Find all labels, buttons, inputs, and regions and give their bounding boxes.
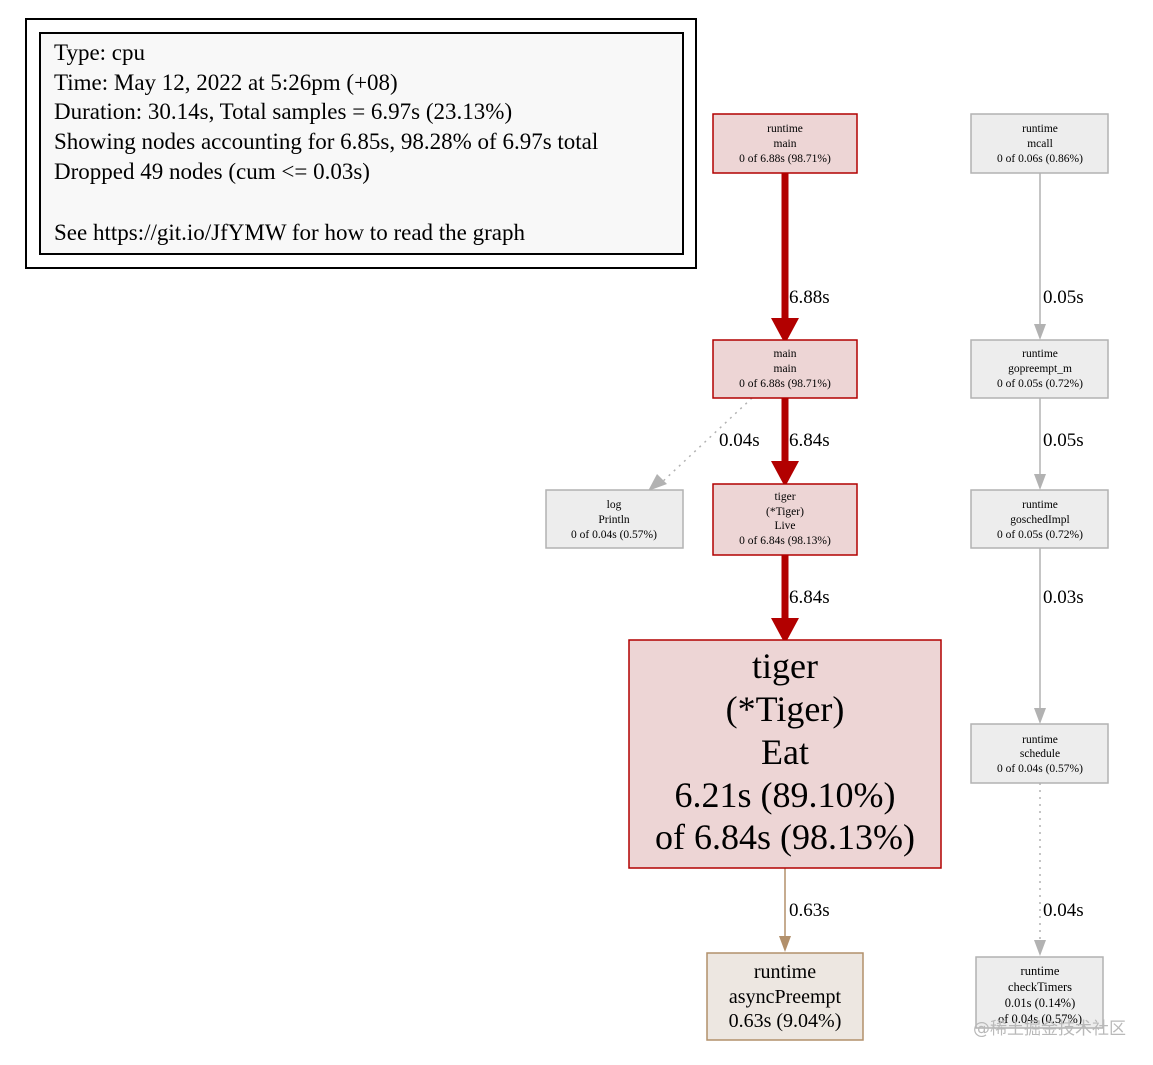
node-line: Println — [598, 514, 630, 526]
edge-mcall-to-gopreempt[interactable]: 0.05s — [1034, 173, 1084, 340]
node-gopreempt-m[interactable]: runtime gopreempt_m 0 of 0.05s (0.72%) — [970, 339, 1109, 399]
node-line: main — [774, 348, 797, 360]
node-check-timers[interactable]: runtime checkTimers 0.01s (0.14%) of 0.0… — [975, 956, 1104, 1029]
node-line: runtime — [1022, 734, 1058, 746]
legend: Type: cpu Time: May 12, 2022 at 5:26pm (… — [25, 18, 697, 269]
node-line: checkTimers — [1008, 980, 1072, 994]
edge-schedule-to-check-timers[interactable]: 0.04s — [1034, 783, 1084, 956]
node-line: runtime — [1021, 964, 1060, 978]
node-gosched-impl[interactable]: runtime goschedImpl 0 of 0.05s (0.72%) — [970, 489, 1109, 549]
node-line: Eat — [761, 732, 809, 772]
node-line: schedule — [1020, 748, 1060, 760]
node-tiger-eat[interactable]: tiger (*Tiger) Eat 6.21s (89.10%) of 6.8… — [628, 639, 942, 869]
node-line: main — [774, 363, 797, 375]
node-schedule[interactable]: runtime schedule 0 of 0.04s (0.57%) — [970, 723, 1109, 784]
node-line: 0 of 0.06s (0.86%) — [997, 153, 1083, 165]
edge-label: 6.84s — [789, 430, 830, 451]
edge-tiger-eat-to-async-preempt[interactable]: 0.63s — [779, 868, 830, 952]
node-line: runtime — [754, 961, 816, 983]
edge-label: 0.05s — [1043, 430, 1084, 451]
legend-line-type: Type: cpu — [54, 40, 146, 65]
node-line: goschedImpl — [1010, 514, 1069, 526]
edge-main-main-to-log-println[interactable]: 0.04s — [648, 397, 760, 491]
watermark: @稀土掘金技术社区 — [973, 1019, 1126, 1039]
edge-label: 6.88s — [789, 287, 830, 308]
node-line: of 6.84s (98.13%) — [655, 817, 915, 857]
node-main-main[interactable]: main main 0 of 6.88s (98.71%) — [712, 339, 858, 399]
node-line: asyncPreempt — [729, 986, 842, 1008]
node-line: log — [607, 499, 622, 511]
edge-label: 0.04s — [719, 430, 760, 451]
legend-line-showing: Showing nodes accounting for 6.85s, 98.2… — [54, 129, 598, 154]
node-runtime-mcall[interactable]: runtime mcall 0 of 0.06s (0.86%) — [970, 113, 1109, 174]
edge-gosched-to-schedule[interactable]: 0.03s — [1034, 548, 1084, 724]
edge-gopreempt-to-gosched[interactable]: 0.05s — [1034, 398, 1084, 490]
node-log-println[interactable]: log Println 0 of 0.04s (0.57%) — [545, 489, 684, 549]
edge-label: 0.63s — [789, 900, 830, 921]
edge-runtime-main-to-main-main[interactable]: 6.88s — [771, 173, 830, 344]
edge-label: 0.03s — [1043, 587, 1084, 608]
node-line: mcall — [1027, 138, 1053, 150]
node-line: main — [774, 138, 797, 150]
node-line: tiger — [752, 646, 818, 686]
legend-line-dropped: Dropped 49 nodes (cum <= 0.03s) — [54, 159, 370, 184]
node-async-preempt[interactable]: runtime asyncPreempt 0.63s (9.04%) — [706, 952, 864, 1041]
node-line: 0 of 6.88s (98.71%) — [739, 378, 831, 390]
edge-label: 0.04s — [1043, 900, 1084, 921]
node-line: 0 of 0.04s (0.57%) — [571, 529, 657, 541]
node-line: Live — [774, 520, 795, 532]
edge-label: 0.05s — [1043, 287, 1084, 308]
node-runtime-main[interactable]: runtime main 0 of 6.88s (98.71%) — [712, 113, 858, 174]
node-line: tiger — [774, 491, 795, 503]
legend-line-time: Time: May 12, 2022 at 5:26pm (+08) — [54, 70, 398, 95]
edge-main-main-to-tiger-live[interactable]: 6.84s — [771, 398, 830, 487]
node-line: runtime — [1022, 348, 1058, 360]
legend-line-duration: Duration: 30.14s, Total samples = 6.97s … — [54, 99, 512, 124]
node-line: 0 of 6.84s (98.13%) — [739, 535, 831, 547]
edge-tiger-live-to-tiger-eat[interactable]: 6.84s — [771, 555, 830, 644]
node-line: 0 of 6.88s (98.71%) — [739, 153, 831, 165]
node-line: gopreempt_m — [1008, 363, 1072, 375]
node-line: 0 of 0.05s (0.72%) — [997, 378, 1083, 390]
node-line: 0 of 0.05s (0.72%) — [997, 529, 1083, 541]
node-tiger-live[interactable]: tiger (*Tiger) Live 0 of 6.84s (98.13%) — [712, 483, 858, 556]
node-line: 0 of 0.04s (0.57%) — [997, 763, 1083, 775]
node-line: of 0.04s (0.57%) — [998, 1012, 1082, 1026]
node-line: runtime — [1022, 123, 1058, 135]
node-line: (*Tiger) — [766, 506, 804, 518]
legend-line-see: See https://git.io/JfYMW for how to read… — [54, 220, 525, 245]
node-line: runtime — [1022, 499, 1058, 511]
edge-label: 6.84s — [789, 587, 830, 608]
node-line: 0.63s (9.04%) — [729, 1010, 842, 1032]
node-line: (*Tiger) — [726, 689, 845, 729]
node-line: runtime — [767, 123, 803, 135]
node-line: 6.21s (89.10%) — [675, 775, 896, 815]
node-line: 0.01s (0.14%) — [1005, 996, 1075, 1010]
